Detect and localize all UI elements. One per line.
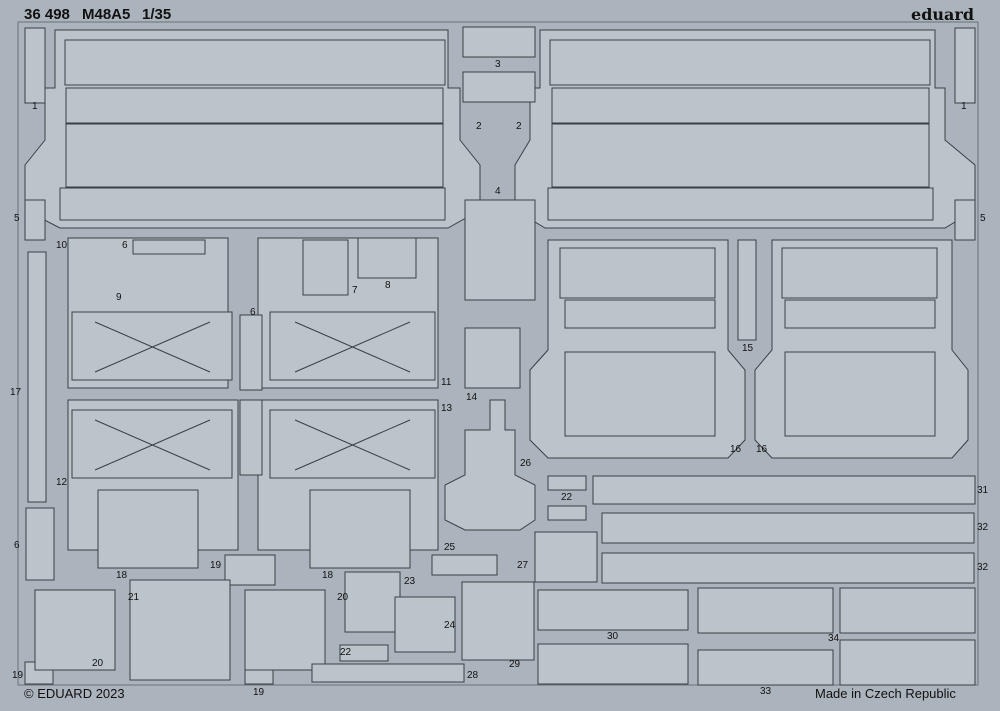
- part-number: 6: [14, 540, 20, 551]
- part-number: 22: [561, 492, 573, 503]
- part-number: 24: [444, 620, 456, 631]
- copyright-notice: © EDUARD 2023: [24, 686, 125, 701]
- part-number: 16: [730, 444, 742, 455]
- part-number: 14: [466, 392, 478, 403]
- part-number: 34: [828, 633, 840, 644]
- part-number: 6: [250, 307, 256, 318]
- part-number: 33: [760, 686, 772, 697]
- part-number: 19: [210, 560, 222, 571]
- part-number: 23: [404, 576, 416, 587]
- part-number: 3: [495, 59, 501, 70]
- part-number: 17: [10, 387, 22, 398]
- origin-label: Made in Czech Republic: [815, 686, 956, 701]
- part-number: 9: [116, 292, 122, 303]
- part-number: 20: [337, 592, 349, 603]
- part-number: 19: [12, 670, 24, 681]
- part-number: 22: [340, 647, 352, 658]
- part-number: 31: [977, 485, 989, 496]
- part-number: 5: [14, 213, 20, 224]
- part-number: 18: [322, 570, 334, 581]
- part-number: 8: [385, 280, 391, 291]
- part-number: 11: [441, 377, 452, 388]
- part-number: 20: [92, 658, 104, 669]
- sheet-code: 36 498: [24, 6, 70, 23]
- part-number: 4: [495, 186, 501, 197]
- part-number: 16: [756, 444, 768, 455]
- part-number: 12: [56, 477, 68, 488]
- part-number: 19: [253, 687, 265, 698]
- part-number: 1: [961, 101, 967, 112]
- part-number: 6: [122, 240, 128, 251]
- part-number: 5: [980, 213, 986, 224]
- part-number: 1: [32, 101, 38, 112]
- part-number: 15: [742, 343, 754, 354]
- part-number: 25: [444, 542, 456, 553]
- part-number: 7: [352, 285, 358, 296]
- part-number: 29: [509, 659, 521, 670]
- part-number: 30: [607, 631, 619, 642]
- part-number: 28: [467, 670, 479, 681]
- part-number: 2: [516, 121, 522, 132]
- part-number: 2: [476, 121, 482, 132]
- brand-logo: eduard: [911, 5, 974, 24]
- part-number: 13: [441, 403, 453, 414]
- part-number: 27: [517, 560, 529, 571]
- part-number: 32: [977, 562, 989, 573]
- model-name: M48A5: [82, 6, 131, 23]
- part-number: 21: [128, 592, 140, 603]
- part-number: 18: [116, 570, 128, 581]
- part-number: 10: [56, 240, 68, 251]
- part-number: 32: [977, 522, 989, 533]
- part-number: 26: [520, 458, 532, 469]
- scale-label: 1/35: [142, 6, 172, 23]
